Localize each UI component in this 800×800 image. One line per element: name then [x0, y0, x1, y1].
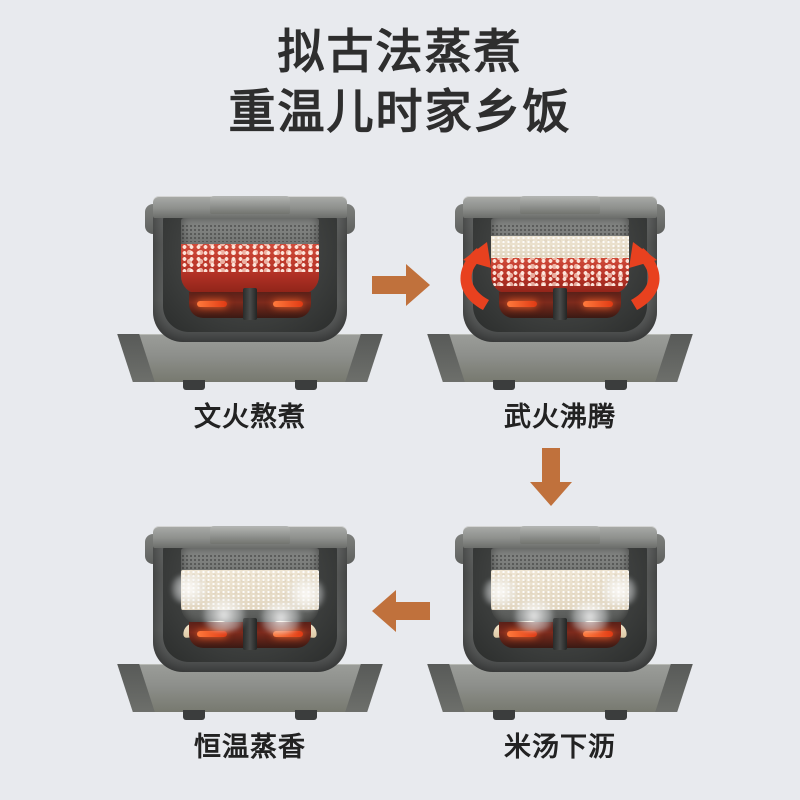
cooker-base-tray: [137, 664, 363, 712]
bubbles-icon: [181, 244, 319, 272]
steam-icon: [479, 578, 521, 606]
cooker-foot-left: [183, 710, 205, 720]
pot-perforation-icon: [181, 224, 319, 242]
cooker-foot-left: [183, 380, 205, 390]
cooker-illustration-1: [125, 180, 375, 390]
heater-coil-right: [583, 301, 613, 307]
step-panel-3: 米汤下沥: [435, 510, 685, 770]
steam-icon: [509, 600, 559, 632]
center-spindle: [243, 288, 257, 320]
heater-coil-left: [197, 631, 227, 637]
cooker-shell: [463, 532, 657, 672]
rice-cooker-cutaway-icon: [125, 510, 375, 720]
cooker-base-tray: [137, 334, 363, 382]
cooker-foot-right: [295, 710, 317, 720]
heater-coil-left: [197, 301, 227, 307]
rice-cooker-cutaway-icon: [435, 510, 685, 720]
cooker-cavity: [473, 544, 647, 662]
title-line-1: 拟古法蒸煮: [277, 25, 523, 78]
inner-pot: [181, 218, 319, 294]
center-spindle: [243, 618, 257, 650]
steam-icon: [197, 598, 251, 632]
arrow-down-icon: [528, 448, 574, 506]
cooker-shell: [153, 202, 347, 342]
step-label-2: 武火沸腾: [504, 402, 616, 432]
cooker-handle: [520, 526, 600, 544]
cooker-lid: [153, 526, 347, 548]
heater-coil-right: [583, 631, 613, 637]
center-spindle: [553, 618, 567, 650]
title-line-2: 重温儿时家乡饭: [228, 85, 572, 138]
cooker-illustration-4: [125, 510, 375, 720]
cooker-cavity: [163, 544, 337, 662]
cooker-foot-right: [295, 380, 317, 390]
cooker-handle: [210, 196, 290, 214]
steam-icon: [167, 574, 211, 604]
pot-perforation-icon: [491, 554, 629, 572]
step-label-4: 恒温蒸香: [194, 732, 306, 762]
cooker-foot-left: [493, 380, 515, 390]
center-spindle: [553, 288, 567, 320]
bubbles-icon: [491, 258, 629, 286]
step-panel-4: 恒温蒸香: [125, 510, 375, 770]
step-panel-2: 武火沸腾: [435, 180, 685, 440]
pot-perforation-icon: [181, 554, 319, 572]
floating-rice-icon: [491, 236, 629, 258]
steam-icon: [565, 602, 615, 632]
step-panel-1: 文火熬煮: [125, 180, 375, 440]
arrow-left-icon: [372, 588, 430, 634]
rice-cooker-cutaway-icon: [125, 180, 375, 390]
cooker-handle: [520, 196, 600, 214]
red-liquid-icon: [181, 244, 319, 294]
steam-icon: [255, 602, 307, 634]
cooker-illustration-2: [435, 180, 685, 390]
cooker-base-tray: [447, 334, 673, 382]
heater-coil-right: [273, 301, 303, 307]
cooker-cavity: [473, 214, 647, 332]
page-title: 拟古法蒸煮 重温儿时家乡饭: [0, 22, 800, 142]
heater-coil-right: [273, 631, 303, 637]
inner-pot: [491, 218, 629, 294]
cooker-lid: [463, 196, 657, 218]
heater-coil-left: [507, 301, 537, 307]
heater-coil-left: [507, 631, 537, 637]
cooker-lid: [463, 526, 657, 548]
cooker-foot-right: [605, 380, 627, 390]
steam-icon: [597, 576, 641, 606]
cooker-illustration-3: [435, 510, 685, 720]
arrow-right-icon: [372, 262, 430, 308]
cooker-lid: [153, 196, 347, 218]
cooker-handle: [210, 526, 290, 544]
cooker-foot-left: [493, 710, 515, 720]
cooker-shell: [463, 202, 657, 342]
step-label-3: 米汤下沥: [504, 732, 616, 762]
cooker-foot-right: [605, 710, 627, 720]
step-label-1: 文火熬煮: [194, 402, 306, 432]
cooker-shell: [153, 532, 347, 672]
cooker-base-tray: [447, 664, 673, 712]
cooker-cavity: [163, 214, 337, 332]
rice-cooker-cutaway-icon: [435, 180, 685, 390]
